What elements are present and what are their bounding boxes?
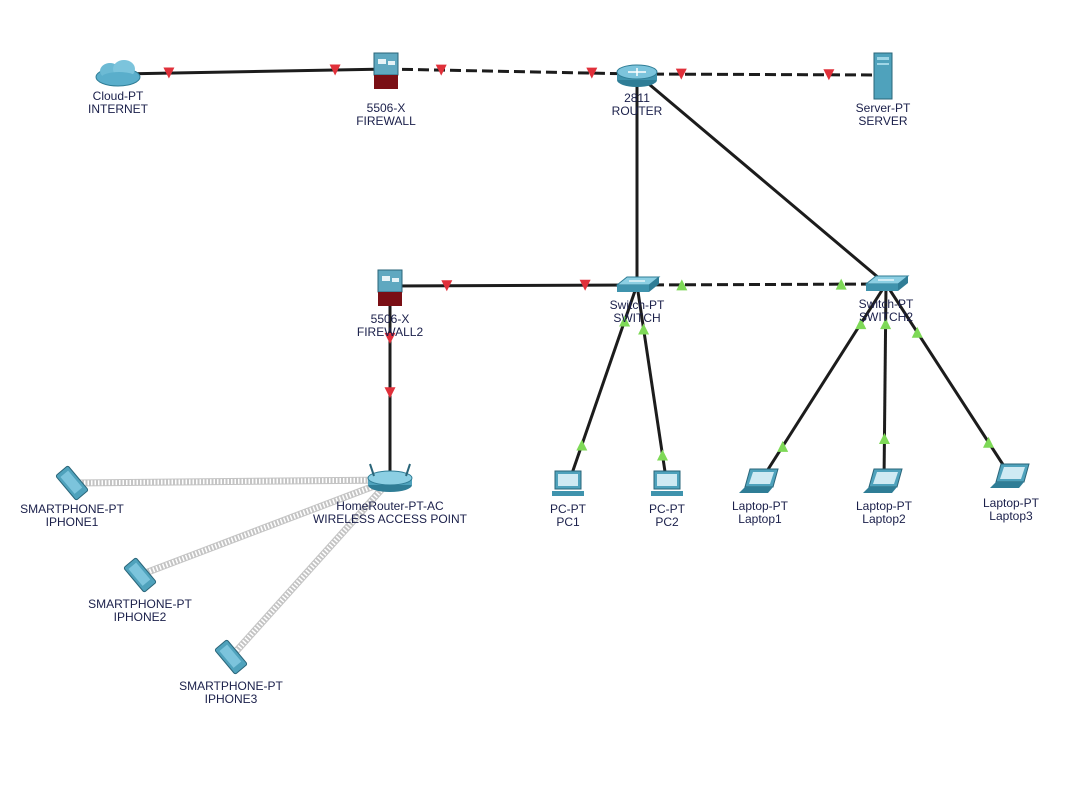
link-status-up-marker (855, 318, 867, 330)
link-switch2-laptop2 (882, 283, 888, 483)
link-status-up-marker (880, 318, 892, 330)
cloud-icon[interactable] (95, 60, 141, 87)
smartphone-icon[interactable] (55, 465, 89, 501)
devices-layer (55, 52, 1030, 675)
link-status-up-marker (638, 323, 650, 335)
laptop-icon[interactable] (990, 463, 1030, 488)
link-status-down-marker (441, 280, 453, 292)
link-status-down-marker (435, 64, 447, 76)
link-status-up-marker (619, 315, 631, 327)
link-status-up-marker (983, 436, 994, 448)
link-switch1-switch2 (636, 282, 887, 287)
switch-icon[interactable] (864, 275, 910, 291)
smartphone-icon[interactable] (123, 557, 157, 593)
firewall-icon[interactable] (377, 269, 403, 306)
link-ap-phone3 (228, 477, 393, 660)
link-status-down-marker (163, 67, 175, 79)
link-status-markers (163, 64, 994, 461)
link-status-down-marker (823, 69, 835, 81)
link-fw2-switch1 (389, 283, 638, 288)
smartphone-icon[interactable] (214, 639, 248, 675)
pc-icon[interactable] (651, 470, 683, 496)
laptop-icon[interactable] (863, 468, 903, 493)
router-icon[interactable] (616, 64, 658, 87)
link-status-down-marker (384, 332, 396, 344)
link-ap-phone2 (138, 476, 392, 579)
link-status-down-marker (675, 68, 687, 80)
link-status-down-marker (579, 279, 591, 291)
server-icon[interactable] (873, 52, 893, 100)
link-status-up-marker (777, 440, 789, 452)
link-status-down-marker (329, 64, 341, 76)
link-switch2-laptop1 (758, 283, 888, 483)
link-ap-phone1 (71, 476, 391, 487)
link-cloud-fw1 (117, 67, 387, 76)
laptop-icon[interactable] (739, 468, 779, 493)
firewall-icon[interactable] (373, 52, 399, 89)
link-status-up-marker (911, 326, 923, 338)
link-status-down-marker (586, 67, 598, 79)
link-status-up-marker (835, 278, 847, 290)
link-fw1-router (385, 67, 638, 76)
pc-icon[interactable] (552, 470, 584, 496)
switch-icon[interactable] (615, 276, 661, 292)
link-status-up-marker (878, 432, 890, 444)
link-status-up-marker (576, 439, 588, 451)
wireless-router-icon[interactable] (367, 463, 413, 492)
link-switch2-laptop3 (884, 283, 1013, 478)
links-layer (71, 67, 1013, 660)
link-status-down-marker (384, 387, 396, 399)
link-status-up-marker (657, 449, 668, 461)
link-switch1-pc1 (566, 284, 639, 486)
link-status-up-marker (676, 279, 688, 291)
link-router-server (636, 72, 884, 77)
link-router-switch2 (636, 72, 887, 286)
